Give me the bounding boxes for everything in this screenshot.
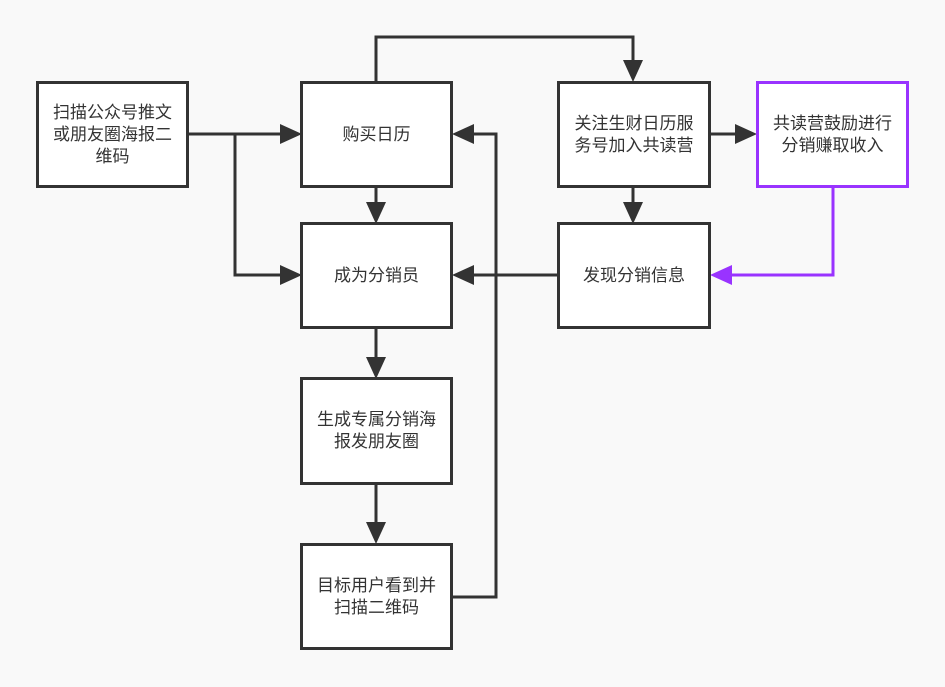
node-reading-camp[interactable]: 共读营鼓励进行分销赚取收入 (756, 81, 909, 188)
node-label: 共读营鼓励进行分销赚取收入 (773, 113, 892, 156)
arrowhead-distributor-to-poster (366, 357, 386, 379)
node-label: 生成专属分销海报发朋友圈 (317, 410, 436, 452)
node-become-distributor[interactable]: 成为分销员 (300, 222, 453, 329)
node-generate-poster[interactable]: 生成专属分销海报发朋友圈 (300, 377, 453, 485)
edge-buy-to-follow (374, 35, 635, 82)
node-discover-info[interactable]: 发现分销信息 (557, 222, 711, 329)
node-label: 成为分销员 (334, 265, 419, 286)
node-label: 目标用户看到并扫描二维码 (317, 575, 436, 618)
edge-scan-to-distributor (233, 134, 290, 277)
arrowhead-scan-to-distributor (280, 265, 302, 285)
arrowhead-poster-to-target (366, 522, 386, 544)
arrowhead-follow-to-camp (735, 124, 757, 144)
arrowhead-follow-to-discover (623, 202, 643, 224)
arrowhead-buy-to-follow (623, 60, 643, 82)
node-label: 扫描公众号推文或朋友圈海报二维码 (53, 102, 172, 167)
node-label: 关注生财日历服务号加入共读营 (574, 113, 694, 156)
node-scan-article[interactable]: 扫描公众号推文或朋友圈海报二维码 (36, 81, 189, 188)
node-buy-calendar[interactable]: 购买日历 (300, 81, 453, 188)
edge-target-to-buy (452, 132, 498, 599)
arrowhead-scan-to-buy (280, 124, 302, 144)
arrowhead-camp-to-discover (710, 265, 732, 285)
node-label: 发现分销信息 (583, 265, 685, 286)
edge-camp-to-discover (722, 187, 835, 277)
node-target-user[interactable]: 目标用户看到并扫描二维码 (300, 543, 453, 650)
arrowhead-buy-to-distributor (366, 202, 386, 224)
arrowhead-discover-to-distributor (452, 265, 474, 285)
arrowhead-target-to-buy (452, 124, 474, 144)
node-label: 购买日历 (342, 124, 411, 145)
node-follow-account[interactable]: 关注生财日历服务号加入共读营 (557, 81, 711, 188)
